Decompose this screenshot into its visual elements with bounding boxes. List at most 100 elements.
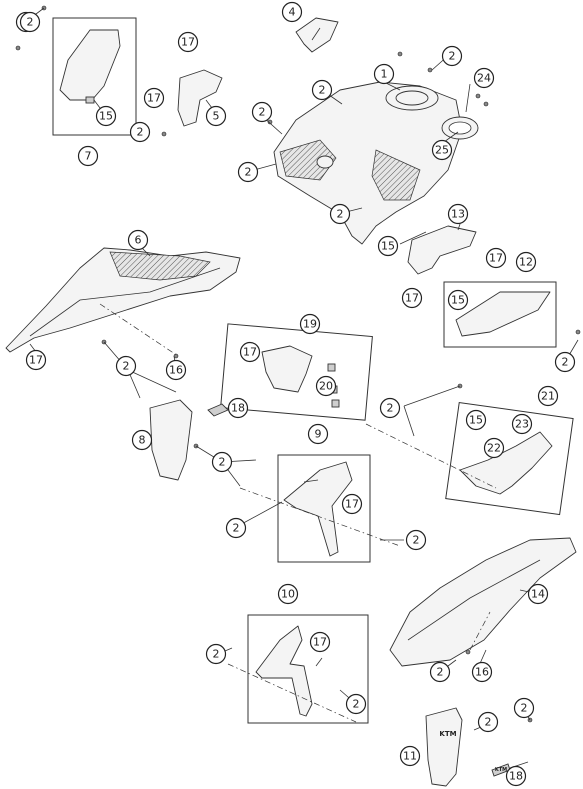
part-19-bracket xyxy=(261,345,313,393)
callout-circle xyxy=(537,385,559,407)
part-21-bracket xyxy=(459,431,553,495)
callout-17: 17 xyxy=(401,287,423,309)
assembly-line xyxy=(227,663,357,723)
callout-circle xyxy=(77,145,99,167)
callout-number: 2 xyxy=(521,702,528,715)
callout-circle xyxy=(127,229,149,251)
callout-2: 2 xyxy=(129,121,151,143)
callout-23: 23 xyxy=(511,413,533,435)
callout-number: 17 xyxy=(181,36,195,49)
callout-number: 2 xyxy=(213,648,220,661)
callout-circle xyxy=(399,745,421,767)
callout-circle xyxy=(25,349,47,371)
callout-circle xyxy=(237,161,259,183)
callout-number: 19 xyxy=(303,318,317,331)
part-6-crease xyxy=(29,267,221,337)
callout-number: 2 xyxy=(413,534,420,547)
callout-number: 17 xyxy=(147,92,161,105)
callout-15: 15 xyxy=(447,289,469,311)
callout-circle xyxy=(251,101,273,123)
callout-number: 25 xyxy=(435,144,449,157)
callout-18: 18 xyxy=(227,397,249,419)
callout-2: 2 xyxy=(311,79,333,101)
callout-number: 1 xyxy=(381,68,388,81)
callout-circle xyxy=(299,313,321,335)
callout-number: 17 xyxy=(313,636,327,649)
callout-2: 2 xyxy=(345,693,367,715)
callout-circle xyxy=(465,409,487,431)
callout-number: 15 xyxy=(99,110,113,123)
callout-number: 7 xyxy=(85,150,92,163)
callout-circle xyxy=(429,661,451,683)
callout-circle xyxy=(307,423,329,445)
callout-circle xyxy=(473,67,495,89)
part-10-cover xyxy=(255,625,313,717)
callout-number: 2 xyxy=(137,126,144,139)
callout-circle xyxy=(511,413,533,435)
callout-circle xyxy=(315,375,337,397)
part-20-nut-c xyxy=(331,399,340,408)
part-7-clip xyxy=(85,96,95,104)
callout-17: 17 xyxy=(143,87,165,109)
callout-25: 25 xyxy=(431,139,453,161)
callout-2: 2 xyxy=(19,11,41,33)
callout-2: 2 xyxy=(329,203,351,225)
callout-circle xyxy=(131,429,153,451)
callout-circle xyxy=(277,583,299,605)
callout-number: 2 xyxy=(353,698,360,711)
part-18-clip xyxy=(207,403,229,417)
callout-number: 24 xyxy=(477,72,491,85)
callout-number: 18 xyxy=(509,770,523,783)
callout-group: 1222222222222222222245678910111213141515… xyxy=(15,1,576,787)
callout-15: 15 xyxy=(95,105,117,127)
callout-2: 2 xyxy=(211,451,233,473)
callout-circle xyxy=(309,631,331,653)
callout-12: 12 xyxy=(515,251,537,273)
callout-19: 19 xyxy=(299,313,321,335)
callout-circle xyxy=(205,643,227,665)
callout-circle xyxy=(515,251,537,273)
callout-10: 10 xyxy=(277,583,299,605)
screw xyxy=(465,649,471,655)
assembly-line xyxy=(99,303,179,357)
callout-2: 2 xyxy=(441,45,463,67)
callout-number: 2 xyxy=(562,356,569,369)
callout-2: 2 xyxy=(405,529,427,551)
callout-number: 2 xyxy=(219,456,226,469)
callout-number: 2 xyxy=(485,716,492,729)
part-13-bracket xyxy=(407,225,477,275)
part-20-nut-a xyxy=(327,363,336,372)
part-11-cover xyxy=(425,707,463,787)
callout-number: 21 xyxy=(541,390,555,403)
screw xyxy=(483,101,489,107)
screw xyxy=(475,93,481,99)
callout-9: 9 xyxy=(307,423,329,445)
callout-number: 2 xyxy=(437,666,444,679)
callout-5: 5 xyxy=(205,105,227,127)
callout-circle xyxy=(441,45,463,67)
callout-number: 17 xyxy=(243,346,257,359)
screw xyxy=(267,119,273,125)
callout-21: 21 xyxy=(537,385,559,407)
callout-2: 2 xyxy=(379,397,401,419)
callout-16: 16 xyxy=(471,661,493,683)
assembly-line xyxy=(365,423,497,489)
callout-17: 17 xyxy=(25,349,47,371)
callout-circle xyxy=(379,397,401,419)
callout-number: 2 xyxy=(123,360,130,373)
callout-circle xyxy=(527,583,549,605)
callout-number: 2 xyxy=(337,208,344,221)
part-14-front-fairing xyxy=(389,537,577,667)
callout-number: 17 xyxy=(405,292,419,305)
callout-number: 13 xyxy=(451,208,465,221)
callout-circle xyxy=(401,287,423,309)
callout-number: 20 xyxy=(319,380,333,393)
part-9-cover xyxy=(283,461,353,557)
callout-number: 15 xyxy=(469,414,483,427)
callout-number: 2 xyxy=(245,166,252,179)
callout-2: 2 xyxy=(477,711,499,733)
leader-lines xyxy=(27,7,579,769)
callout-number: 2 xyxy=(319,84,326,97)
callout-4: 4 xyxy=(281,1,303,23)
